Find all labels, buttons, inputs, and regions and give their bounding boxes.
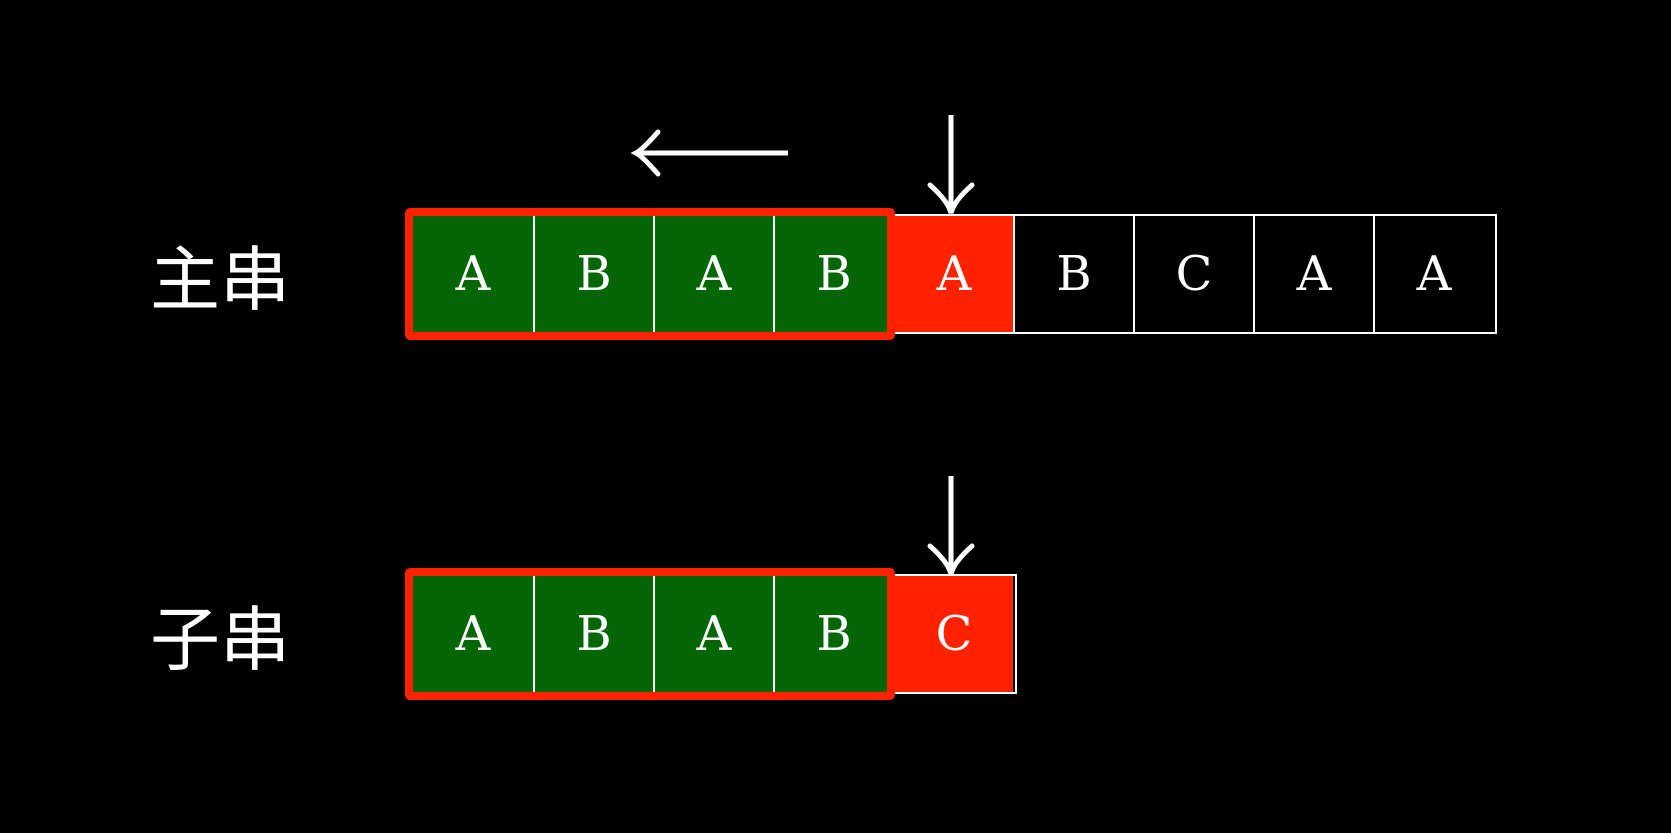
pattern-string-cell: B: [773, 576, 893, 692]
pattern-string-cell: C: [893, 576, 1013, 692]
main-string-cell: B: [1013, 216, 1133, 332]
main-string-cell: B: [773, 216, 893, 332]
main-string-cell: C: [1133, 216, 1253, 332]
main-string-cell: A: [413, 216, 533, 332]
main-string-cell: A: [1373, 216, 1493, 332]
pattern-string-cell: A: [413, 576, 533, 692]
main-pointer-down-arrow-icon: [927, 115, 975, 214]
pattern-string-cell: A: [653, 576, 773, 692]
main-string-cell: A: [653, 216, 773, 332]
left-arrow-icon: [630, 129, 788, 177]
main-string-cell: A: [1253, 216, 1373, 332]
main-string-label: 主串: [150, 239, 290, 321]
pattern-string-label: 子串: [150, 599, 290, 681]
main-string-cell: B: [533, 216, 653, 332]
pattern-string-cell: B: [533, 576, 653, 692]
pattern-pointer-down-arrow-icon: [927, 476, 975, 575]
main-string-cell: A: [893, 216, 1013, 332]
